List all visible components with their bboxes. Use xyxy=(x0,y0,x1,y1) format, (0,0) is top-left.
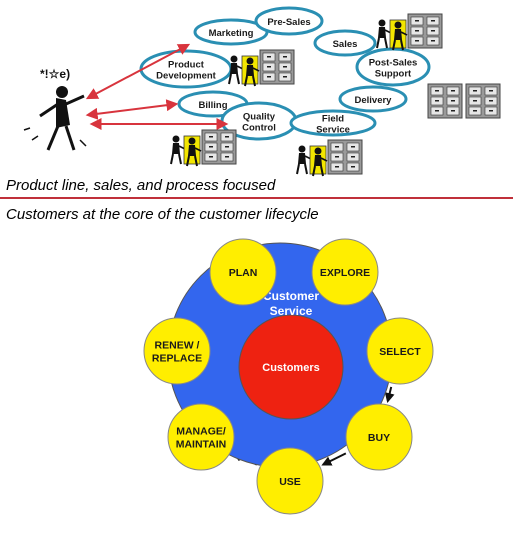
stage-buy: BUY xyxy=(345,403,413,471)
stage-label: MANAGE/ xyxy=(176,426,226,438)
stage-label: EXPLORE xyxy=(320,267,370,279)
oval-label: Development xyxy=(156,71,216,82)
oval-label: Quality xyxy=(243,112,276,123)
oval-label: Service xyxy=(316,125,350,136)
oval-label: Field xyxy=(322,114,344,125)
stage-plan: PLAN xyxy=(209,238,277,306)
filing-cabinet-icon xyxy=(427,83,501,119)
oval-label: Marketing xyxy=(209,28,254,39)
lifecycle-stages: PLAN EXPLORE SELECT BUY USE MANAGE/MAINTAIN RE… xyxy=(143,238,434,515)
oval-pre-sales: Pre-Sales xyxy=(254,6,324,36)
bottom-caption: Customers at the core of the customer li… xyxy=(6,206,319,223)
stage-label: MAINTAIN xyxy=(176,439,227,451)
oval-label: Support xyxy=(375,69,412,80)
oval-label: Product xyxy=(168,60,205,71)
workstation-icon xyxy=(229,50,294,86)
stage-use: USE xyxy=(256,447,324,515)
stage-select: SELECT xyxy=(366,317,434,385)
workstation-icon xyxy=(171,130,236,166)
customers-label: Customers xyxy=(262,362,319,374)
stage-label: SELECT xyxy=(379,346,421,358)
oval-sales: Sales xyxy=(313,29,377,57)
oval-label: Post-Sales xyxy=(369,58,418,69)
lifecycle-arrow xyxy=(384,386,395,403)
oval-label: Control xyxy=(242,123,276,134)
oval-label: Billing xyxy=(198,100,227,111)
oval-label: Delivery xyxy=(355,95,393,106)
stage-manage-maintain: MANAGE/MAINTAIN xyxy=(167,403,235,471)
stage-label: REPLACE xyxy=(152,353,202,365)
lifecycle-arrow xyxy=(321,452,347,466)
confused-customer-icon: *!☆e) xyxy=(23,67,87,151)
oval-label: Sales xyxy=(333,39,358,50)
stage-renew-replace: RENEW /REPLACE xyxy=(143,317,211,385)
svg-text:*!☆e): *!☆e) xyxy=(40,67,70,81)
stage-label: RENEW / xyxy=(155,340,200,352)
oval-label: Pre-Sales xyxy=(267,17,310,28)
interaction-arrows xyxy=(85,43,229,130)
stage-explore: EXPLORE xyxy=(311,238,379,306)
stage-label: PLAN xyxy=(229,267,258,279)
workstation-icon xyxy=(377,14,442,50)
stage-label: BUY xyxy=(368,432,390,444)
workstation-icon xyxy=(297,140,362,176)
customers-core xyxy=(238,314,344,420)
top-caption: Product line, sales, and process focused xyxy=(6,177,276,194)
stage-label: USE xyxy=(279,476,301,488)
oval-delivery: Delivery xyxy=(338,85,408,113)
